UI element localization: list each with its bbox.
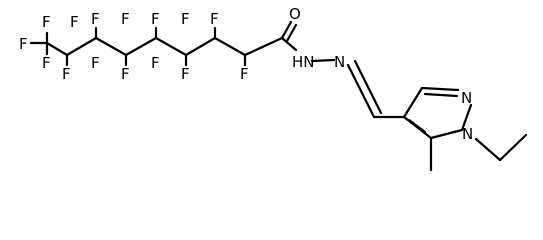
fluorine-label: F — [121, 65, 130, 83]
atom-labels: F F F F F F F F F F F F F F F O HN N N N — [19, 5, 473, 143]
fluorine-label: F — [210, 10, 219, 28]
bond-c6-c7 — [184, 36, 217, 57]
hydrazide-nh-label: HN — [292, 53, 315, 71]
bond-carbonyl-nh — [280, 36, 298, 52]
bond-carbonyl-o-a — [280, 20, 293, 40]
fluorine-label: F — [62, 65, 71, 83]
bond-n1-ch2 — [474, 137, 502, 162]
fluorine-label: F — [42, 13, 51, 31]
fluorine-label: F — [151, 10, 160, 28]
bond-n-ch-a — [346, 63, 376, 119]
bond-c2-c3 — [65, 36, 98, 57]
bond-c8-carbonyl — [243, 36, 284, 57]
bond-c5-c6 — [154, 36, 188, 57]
bond-c4-c5 — [124, 36, 158, 57]
bond-layer — [29, 20, 528, 172]
fluorine-label: F — [70, 13, 79, 31]
pyrazole-n2-label: N — [461, 89, 472, 107]
bond-nh-n — [310, 58, 336, 63]
bond-ch2-ch3 — [498, 133, 528, 162]
bond-c4-c3 — [402, 86, 424, 119]
bond-c7-c8 — [213, 36, 247, 57]
bond-c5-c4-b — [407, 118, 427, 134]
bond-c3-n2-a — [420, 86, 460, 92]
bond-c3-n2-b — [423, 92, 459, 98]
hydrazone-n-label: N — [334, 53, 345, 71]
bond-carbonyl-o-b — [285, 23, 298, 43]
molecule-diagram: F F F F F F F F F F F F F F F O HN N N N — [19, 5, 528, 172]
fluorine-label: F — [181, 65, 190, 83]
bond-c1-c2 — [45, 41, 69, 57]
fluorine-label: F — [121, 10, 130, 28]
fluorine-label: F — [42, 54, 51, 72]
fluorine-label: F — [151, 54, 160, 72]
fluorine-label: F — [91, 54, 100, 72]
fluorine-label: F — [181, 10, 190, 28]
pyrazole-n1-label: N — [462, 125, 473, 143]
fluorine-label: F — [240, 65, 249, 83]
fluorine-label: F — [91, 10, 100, 28]
fluorine-label: F — [19, 35, 28, 53]
bond-c3-c4 — [94, 36, 128, 57]
structure-canvas: F F F F F F F F F F F F F F F O HN N N N — [19, 5, 528, 172]
bond-n2-n1 — [460, 103, 473, 132]
bond-n-ch-b — [353, 59, 383, 115]
carbonyl-oxygen-label: O — [289, 5, 301, 23]
bond-n1-c5 — [429, 128, 464, 140]
